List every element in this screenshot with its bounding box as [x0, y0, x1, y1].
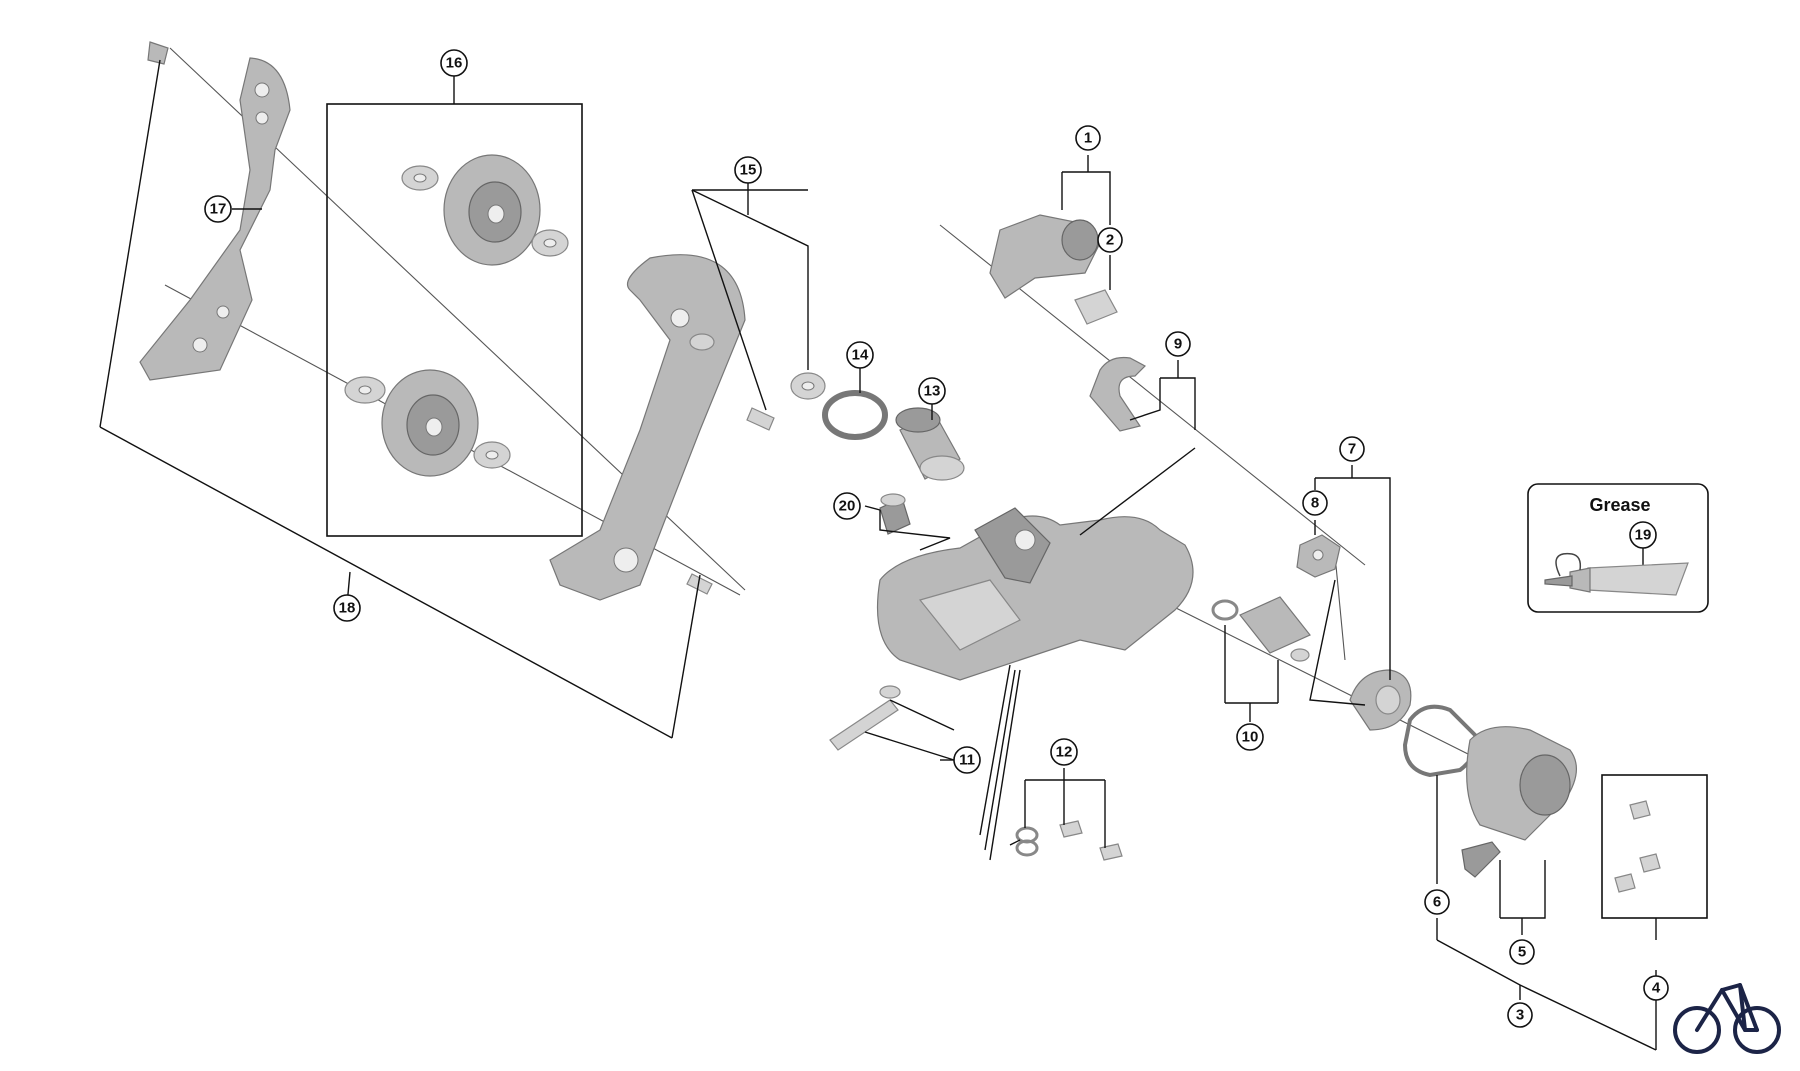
part-3-housing — [1402, 704, 1577, 841]
callout-14: 14 — [846, 341, 874, 369]
callout-4-label: 4 — [1652, 980, 1661, 997]
callout-9: 9 — [1165, 331, 1191, 357]
callout-10: 10 — [1236, 723, 1264, 751]
box-4 — [1601, 774, 1708, 919]
callout-15: 15 — [734, 156, 762, 184]
part-10-pivot — [1211, 596, 1311, 662]
part-13-spring-sleeve — [895, 407, 965, 481]
alignment-axes — [164, 47, 1481, 761]
callout-5-label: 5 — [1518, 944, 1526, 961]
part-12-cable-parts — [1015, 820, 1123, 861]
callout-2-label: 2 — [1106, 232, 1114, 249]
callout-1: 1 — [1075, 125, 1101, 151]
box-16 — [326, 103, 583, 537]
callout-17-label: 17 — [210, 201, 227, 218]
callout-17: 17 — [204, 195, 232, 223]
callout-8: 8 — [1302, 490, 1328, 516]
part-14-ring — [822, 390, 888, 440]
part-16-pulleys — [344, 154, 569, 477]
bicycle-icon — [1673, 983, 1781, 1054]
leader-lines — [99, 59, 1657, 1051]
part-8-adjuster — [1296, 534, 1341, 578]
part-5-pin — [1461, 841, 1501, 878]
part-15-bolts — [686, 372, 826, 595]
part-inner-plate — [549, 254, 746, 601]
callout-8-label: 8 — [1311, 495, 1319, 512]
callout-13: 13 — [918, 377, 946, 405]
callout-13-label: 13 — [924, 383, 941, 400]
callout-12-label: 12 — [1056, 744, 1073, 761]
callout-16: 16 — [440, 49, 468, 77]
part-4-screws — [1614, 800, 1661, 893]
callout-20: 20 — [833, 492, 861, 520]
callout-11-label: 11 — [959, 752, 975, 769]
callout-3-label: 3 — [1516, 1007, 1524, 1024]
callout-1-label: 1 — [1084, 130, 1092, 147]
callout-18-label: 18 — [339, 600, 356, 617]
part-20-cap — [879, 493, 911, 535]
part-main-body — [876, 507, 1194, 681]
part-11-bolt — [829, 685, 901, 751]
callout-4: 4 — [1643, 975, 1669, 1001]
callout-20-label: 20 — [839, 498, 856, 515]
callout-2: 2 — [1097, 227, 1123, 253]
callout-3: 3 — [1507, 1002, 1533, 1028]
part-17-outer-plate — [139, 41, 291, 381]
part-7-cover — [1349, 669, 1412, 731]
callout-18: 18 — [333, 594, 361, 622]
callout-10-label: 10 — [1242, 729, 1259, 746]
callout-6: 6 — [1424, 889, 1450, 915]
callout-5: 5 — [1509, 939, 1535, 965]
callout-16-label: 16 — [446, 55, 463, 72]
grease-panel: Grease 19 — [1527, 483, 1709, 613]
callout-15-label: 15 — [740, 162, 757, 179]
grease-tube-icon — [1544, 552, 1689, 596]
callout-19-label: 19 — [1635, 527, 1652, 544]
callout-9-label: 9 — [1174, 336, 1182, 353]
callout-12: 12 — [1050, 738, 1078, 766]
part-1-2-b-tension — [989, 214, 1118, 325]
part-9-stopper — [1089, 356, 1146, 432]
callout-11: 11 — [953, 746, 981, 774]
callout-7-label: 7 — [1348, 441, 1356, 458]
callout-6-label: 6 — [1433, 894, 1441, 911]
callout-14-label: 14 — [852, 347, 869, 364]
grease-title: Grease — [1589, 495, 1650, 515]
callout-7: 7 — [1339, 436, 1365, 462]
